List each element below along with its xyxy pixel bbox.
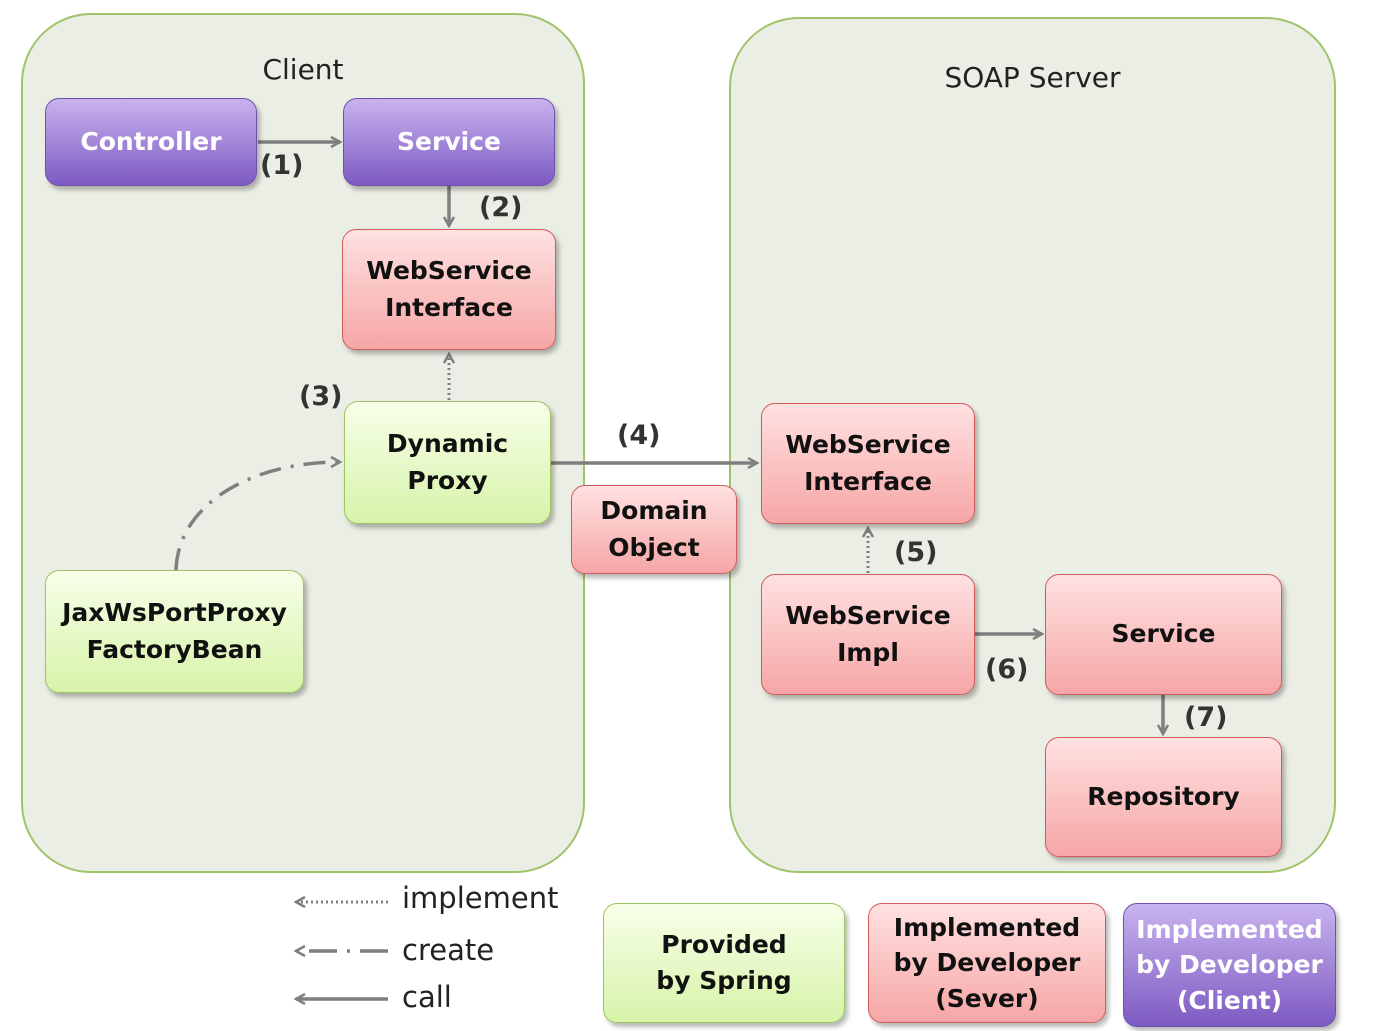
domain-object-box: Domain Object: [571, 485, 737, 574]
create-arrow: [174, 462, 340, 571]
server-service-box: Service: [1045, 574, 1282, 695]
step-label-2: (2): [479, 192, 523, 223]
legend-create-label: create: [402, 933, 495, 967]
step-label-7: (7): [1184, 702, 1228, 733]
client-service-box: Service: [343, 98, 555, 186]
legend-spring-box: Provided by Spring: [603, 903, 845, 1023]
legend-call-label: call: [402, 980, 452, 1014]
legend-developer-server-box: Implemented by Developer (Sever): [868, 903, 1106, 1023]
client-group-title: Client: [262, 53, 344, 86]
webservice-impl-box: WebService Impl: [761, 574, 975, 695]
dynamic-proxy-box: Dynamic Proxy: [344, 401, 551, 524]
jaxws-port-proxy-factory-bean-box: JaxWsPortProxy FactoryBean: [45, 570, 304, 693]
step-label-4: (4): [617, 420, 661, 451]
step-label-3: (3): [299, 381, 343, 412]
repository-box: Repository: [1045, 737, 1282, 857]
step-label-5: (5): [894, 537, 938, 568]
controller-box: Controller: [45, 98, 257, 186]
client-webservice-interface-box: WebService Interface: [342, 229, 556, 350]
soap-server-group-title: SOAP Server: [944, 61, 1121, 94]
step-label-1: (1): [260, 150, 304, 181]
legend-implement-label: implement: [402, 881, 559, 915]
legend-developer-client-box: Implemented by Developer (Client): [1123, 903, 1336, 1027]
server-webservice-interface-box: WebService Interface: [761, 403, 975, 524]
step-label-6: (6): [985, 654, 1029, 685]
